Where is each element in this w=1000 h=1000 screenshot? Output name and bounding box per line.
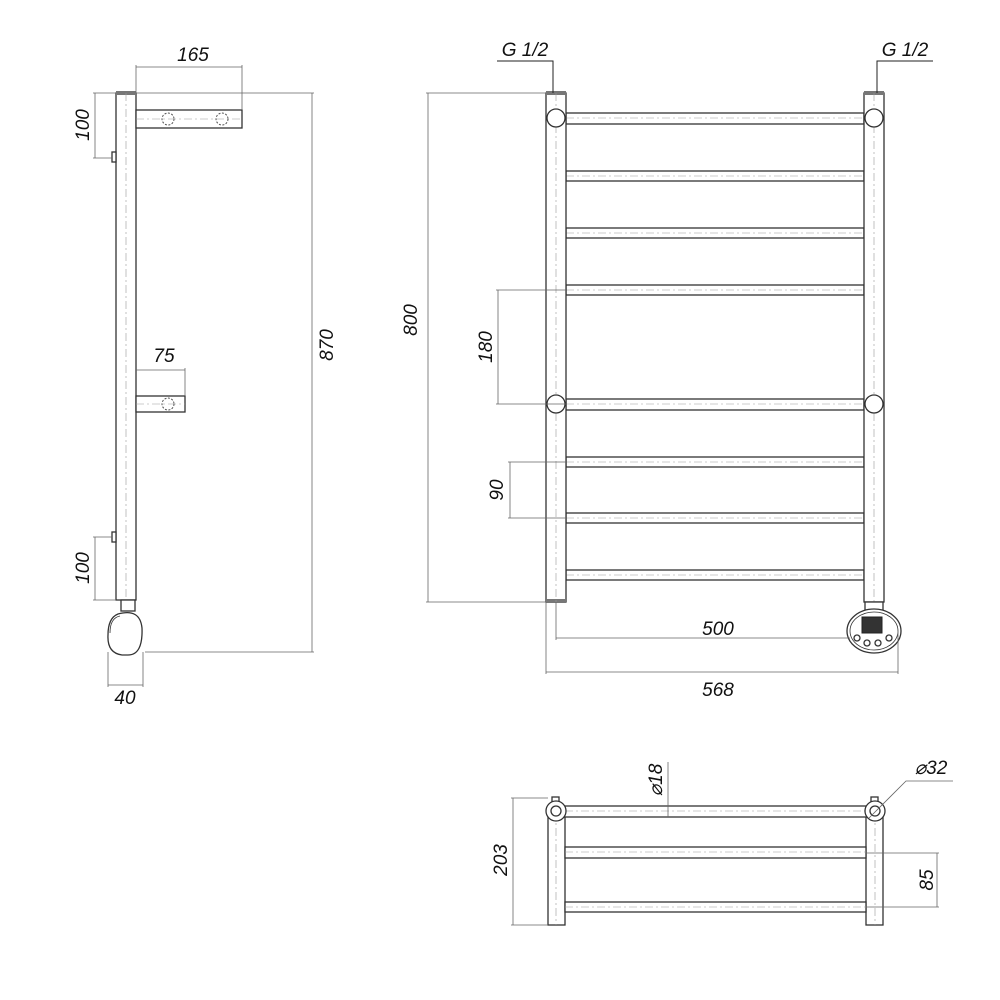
svg-text:568: 568 [702,680,734,701]
dim-870: 870 [136,92,338,653]
top-left-tube [547,811,566,926]
svg-text:180: 180 [476,331,497,363]
top-bar [564,846,867,859]
control-button [853,634,861,642]
connection-label-left: G 1/2 [497,40,554,93]
dim-diameter-32: ⌀32 [868,758,953,819]
dim-75: 75 [136,346,186,396]
heater-controller [846,601,902,654]
svg-text:500: 500 [702,619,734,640]
top-view: ⌀18 ⌀32 203 85 [491,758,953,926]
svg-text:⌀32: ⌀32 [915,758,948,779]
dim-100-top: 100 [73,92,116,159]
heater-neck [120,599,136,612]
svg-text:165: 165 [177,45,209,66]
bracket-hole [215,112,229,126]
svg-text:85: 85 [917,869,938,891]
bracket-mount [864,108,884,128]
connection-label-right: G 1/2 [876,40,933,93]
svg-text:75: 75 [153,346,175,367]
dim-800: 800 [401,92,546,603]
dim-203: 203 [491,797,548,926]
front-view: G 1/2 G 1/2 800 180 90 500 568 [401,40,933,701]
top-bar [562,805,869,818]
svg-text:G 1/2: G 1/2 [882,40,929,61]
dim-85: 85 [866,852,939,908]
side-nub-top [111,151,117,163]
dim-500: 500 [555,602,850,640]
svg-text:100: 100 [73,552,94,584]
dim-40: 40 [107,652,144,709]
svg-text:G 1/2: G 1/2 [502,40,549,61]
control-button [863,639,871,647]
dim-568: 568 [545,602,899,701]
svg-text:870: 870 [317,329,338,361]
towel-bars [565,112,865,581]
dim-180: 180 [476,289,566,405]
bracket-hole [161,397,175,411]
svg-text:⌀18: ⌀18 [646,763,667,796]
svg-text:800: 800 [401,304,422,336]
dim-diameter-18: ⌀18 [646,762,669,817]
side-nub-bottom [111,531,117,543]
towel-bar [565,398,865,411]
side-view: 165 100 75 870 100 40 [73,45,338,709]
control-button [885,634,893,642]
svg-text:40: 40 [114,688,136,709]
top-right-tube [865,811,884,926]
heater-knob-side [107,611,143,656]
dim-165: 165 [135,45,243,110]
dim-100-bottom: 100 [73,536,116,601]
svg-text:100: 100 [73,109,94,141]
bracket-mount [546,108,566,128]
display-screen [861,616,883,634]
svg-text:203: 203 [491,844,512,877]
svg-text:90: 90 [487,479,508,501]
dim-90: 90 [487,461,566,519]
bracket-mount [864,394,884,414]
towel-bar [565,112,865,125]
control-button [874,639,882,647]
bracket-hole [161,112,175,126]
